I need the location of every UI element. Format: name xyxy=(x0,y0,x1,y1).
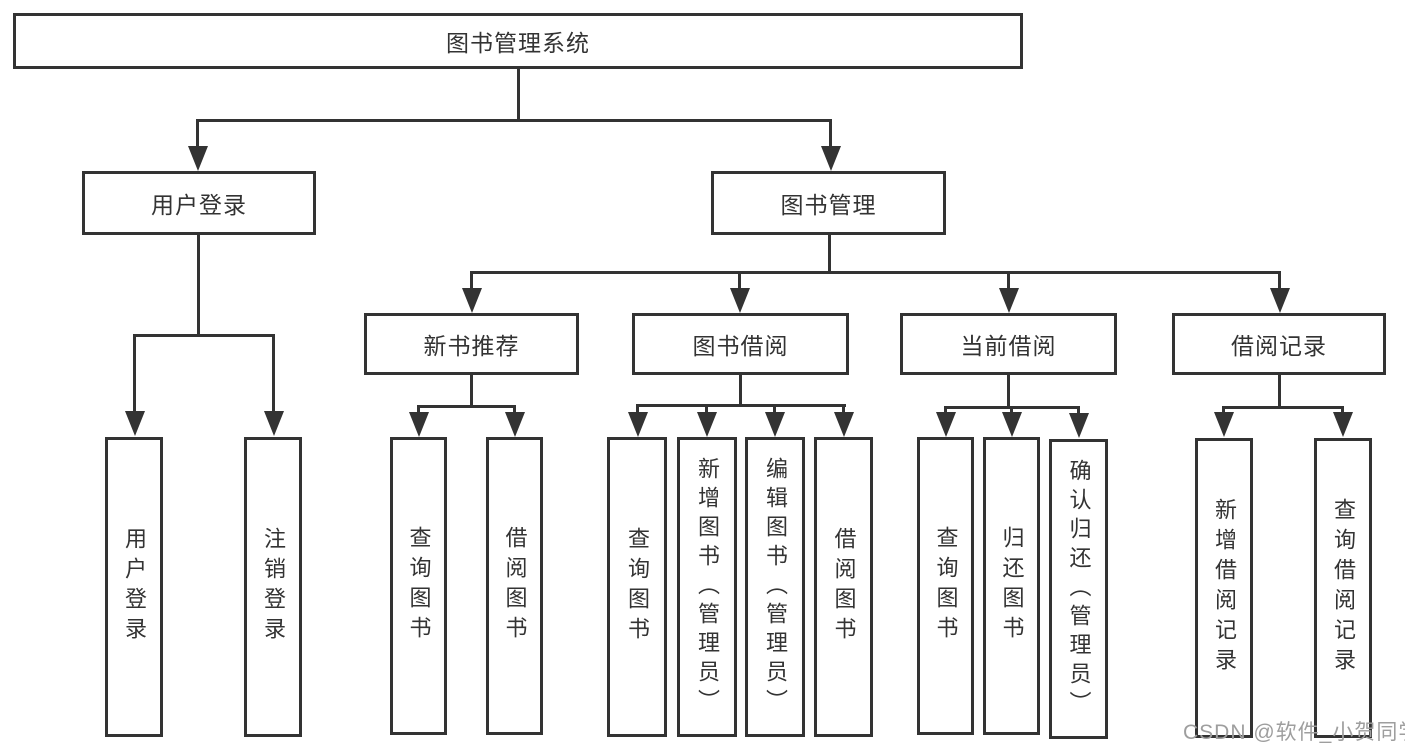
connector-root-trunk xyxy=(517,69,520,121)
arrowhead-confirm-return xyxy=(1069,413,1089,438)
connector-book-borrowing-trunk xyxy=(739,375,742,406)
connector-stub-return-books xyxy=(1010,406,1013,415)
arrowhead-borrow-books-1 xyxy=(505,412,525,437)
csdn-watermark: CSDN @软件_小贺同学 xyxy=(1183,721,1405,744)
connector-root-bar xyxy=(196,119,832,122)
connector-stub-borrow-books-2 xyxy=(842,404,845,415)
connector-stub-book-borrowing xyxy=(738,271,741,291)
leaf-edit-book-admin: 编辑图书（管理员） xyxy=(745,437,805,737)
connector-stub-query-books-1 xyxy=(417,405,420,415)
node-current-borrowing: 当前借阅 xyxy=(900,313,1117,375)
connector-user-login-bar xyxy=(133,334,275,337)
arrowhead-edit-book xyxy=(765,412,785,437)
node-borrowing-records: 借阅记录 xyxy=(1172,313,1386,375)
arrowhead-query-books-1 xyxy=(409,412,429,437)
leaf-user-login: 用户登录 xyxy=(105,437,163,737)
leaf-borrow-books-recommendation: 借阅图书 xyxy=(486,437,543,735)
connector-new-book-rec-bar xyxy=(417,405,516,408)
connector-stub-new-book-rec xyxy=(470,271,473,291)
arrowhead-return-books xyxy=(1002,412,1022,437)
connector-borrowing-records-trunk xyxy=(1278,375,1281,408)
connector-stub-leaf-logout xyxy=(272,334,275,414)
connector-new-book-rec-trunk xyxy=(470,375,473,407)
arrowhead-borrow-books-2 xyxy=(834,412,854,437)
connector-stub-borrowing-records xyxy=(1278,271,1281,291)
connector-stub-borrow-books-1 xyxy=(513,405,516,415)
connector-current-borrowing-trunk xyxy=(1007,375,1010,408)
connector-stub-query-books-2 xyxy=(636,404,639,415)
arrowhead-query-books-2 xyxy=(628,412,648,437)
arrowhead-add-borrow-record xyxy=(1214,412,1234,437)
connector-user-login-trunk xyxy=(197,235,200,336)
connector-borrowing-records-bar xyxy=(1222,406,1343,409)
leaf-logout: 注销登录 xyxy=(244,437,302,737)
leaf-borrow-books-borrowing: 借阅图书 xyxy=(814,437,873,737)
arrowhead-leaf-logout xyxy=(264,411,284,436)
connector-stub-add-book xyxy=(705,404,708,415)
leaf-add-book-admin: 新增图书（管理员） xyxy=(677,437,737,737)
arrowhead-user-login xyxy=(188,146,208,171)
connector-stub-edit-book xyxy=(773,404,776,415)
connector-stub-current-borrowing xyxy=(1007,271,1010,291)
leaf-return-books: 归还图书 xyxy=(983,437,1040,735)
arrowhead-book-management xyxy=(821,146,841,171)
connector-stub-query-borrow-record xyxy=(1341,406,1344,415)
arrowhead-current-borrowing xyxy=(999,288,1019,313)
arrowhead-query-books-3 xyxy=(936,412,956,437)
connector-stub-user-login xyxy=(196,119,199,149)
connector-book-management-bar xyxy=(470,271,1280,274)
connector-book-borrowing-bar xyxy=(636,404,846,407)
leaf-query-books-current: 查询图书 xyxy=(917,437,974,735)
leaf-add-borrow-record: 新增借阅记录 xyxy=(1195,438,1253,738)
arrowhead-leaf-user-login xyxy=(125,411,145,436)
connector-stub-confirm-return xyxy=(1077,406,1080,415)
connector-stub-leaf-user-login xyxy=(133,334,136,414)
leaf-query-borrow-record: 查询借阅记录 xyxy=(1314,438,1372,738)
node-user-login: 用户登录 xyxy=(82,171,316,235)
arrowhead-borrowing-records xyxy=(1270,288,1290,313)
node-library-management-system: 图书管理系统 xyxy=(13,13,1023,69)
node-book-management: 图书管理 xyxy=(711,171,946,235)
leaf-query-books-recommendation: 查询图书 xyxy=(390,437,447,735)
arrowhead-add-book xyxy=(697,412,717,437)
node-new-book-recommendation: 新书推荐 xyxy=(364,313,579,375)
arrowhead-new-book-rec xyxy=(462,288,482,313)
connector-stub-add-borrow-record xyxy=(1222,406,1225,415)
connector-stub-book-management xyxy=(829,119,832,149)
connector-book-management-trunk xyxy=(828,235,831,273)
leaf-confirm-return-admin: 确认归还（管理员） xyxy=(1049,439,1108,739)
connector-stub-query-books-3 xyxy=(944,406,947,415)
arrowhead-book-borrowing xyxy=(730,288,750,313)
arrowhead-query-borrow-record xyxy=(1333,412,1353,437)
leaf-query-books-borrowing: 查询图书 xyxy=(607,437,667,737)
node-book-borrowing: 图书借阅 xyxy=(632,313,849,375)
